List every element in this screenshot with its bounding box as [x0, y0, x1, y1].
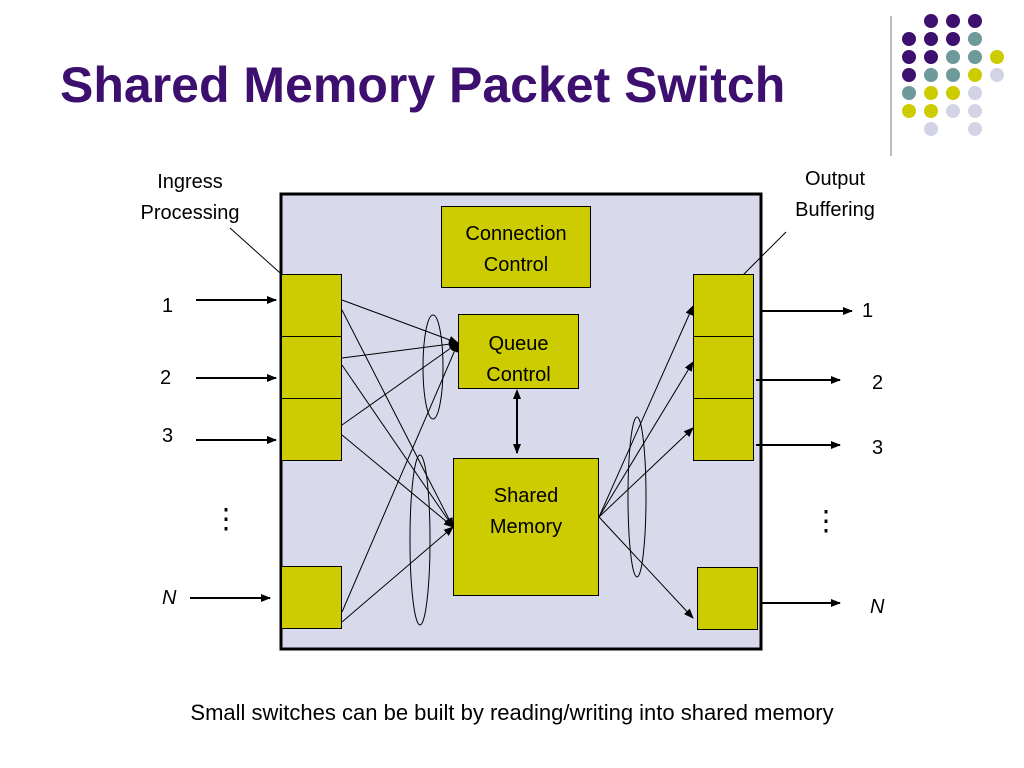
- ingress-processing-label: Ingress Processing: [125, 167, 255, 229]
- decorative-dot: [990, 68, 1004, 82]
- input-number-n: N: [162, 587, 177, 609]
- decorative-dot: [968, 104, 982, 118]
- decorative-dot: [924, 32, 938, 46]
- output-label-line2: Buffering: [795, 199, 875, 221]
- decorative-dot: [990, 50, 1004, 64]
- output-buffer-3: [693, 398, 754, 461]
- decorative-dot: [968, 14, 982, 28]
- output-buffering-label: Output Buffering: [770, 164, 900, 226]
- decorative-dot: [946, 86, 960, 100]
- decorative-dot: [946, 32, 960, 46]
- decorative-dot: [946, 14, 960, 28]
- ingress-buffer-n: [281, 566, 342, 629]
- ingress-buffer-1: [281, 274, 342, 337]
- output-buffer-1: [693, 274, 754, 337]
- input-number-3: 3: [162, 425, 174, 447]
- decorative-dot: [924, 122, 938, 136]
- decorative-dot: [924, 50, 938, 64]
- flow-group-ellipse-queue: [422, 314, 444, 420]
- decorative-dot: [902, 32, 916, 46]
- output-number-n: N: [870, 596, 885, 618]
- decorative-dot: [946, 68, 960, 82]
- decorative-dot: [968, 32, 982, 46]
- decorative-dot: [968, 50, 982, 64]
- decorative-dot: [902, 68, 916, 82]
- decorative-dot: [968, 68, 982, 82]
- output-label-line1: Output: [804, 168, 866, 190]
- decorative-dot: [924, 86, 938, 100]
- connection-control-line2: Control: [483, 254, 549, 276]
- decorative-dot: [902, 86, 916, 100]
- decorative-dot: [902, 104, 916, 118]
- input-ellipsis: ⋮: [212, 503, 240, 534]
- ingress-to-shared-memory-lines: [341, 309, 454, 623]
- connection-control-line1: Connection: [465, 223, 567, 245]
- ingress-label-line2: Processing: [140, 202, 240, 224]
- output-number-3: 3: [872, 437, 884, 459]
- slide-caption: Small switches can be built by reading/w…: [190, 700, 834, 725]
- ingress-buffer-2: [281, 336, 342, 399]
- ingress-label-line1: Ingress: [157, 171, 223, 193]
- decorative-dot: [924, 14, 938, 28]
- output-number-2: 2: [872, 372, 884, 394]
- decorative-dot: [924, 68, 938, 82]
- decorative-dot: [902, 50, 916, 64]
- ingress-to-queue-control-lines: [341, 299, 459, 613]
- flow-group-ellipse-memory: [409, 454, 431, 626]
- decorative-dot-grid: [902, 14, 1012, 144]
- output-ellipsis: ⋮: [812, 505, 840, 536]
- queue-control-line2: Control: [486, 364, 551, 386]
- ingress-buffer-3: [281, 398, 342, 461]
- output-buffer-2: [693, 336, 754, 399]
- decorative-dot: [968, 86, 982, 100]
- decorative-dot: [924, 104, 938, 118]
- queue-control-line1: Queue: [488, 333, 549, 355]
- decorative-dot: [946, 50, 960, 64]
- decorative-divider: [890, 16, 892, 156]
- output-number-1: 1: [862, 300, 874, 322]
- decorative-dot: [968, 122, 982, 136]
- slide-title: Shared Memory Packet Switch: [60, 57, 786, 113]
- decorative-dot: [946, 104, 960, 118]
- shared-memory-line2: Memory: [489, 516, 563, 538]
- output-buffer-n: [697, 567, 758, 630]
- input-number-2: 2: [160, 367, 172, 389]
- shared-memory-line1: Shared: [493, 485, 559, 507]
- input-number-1: 1: [162, 295, 174, 317]
- flow-group-ellipse-output: [627, 416, 647, 578]
